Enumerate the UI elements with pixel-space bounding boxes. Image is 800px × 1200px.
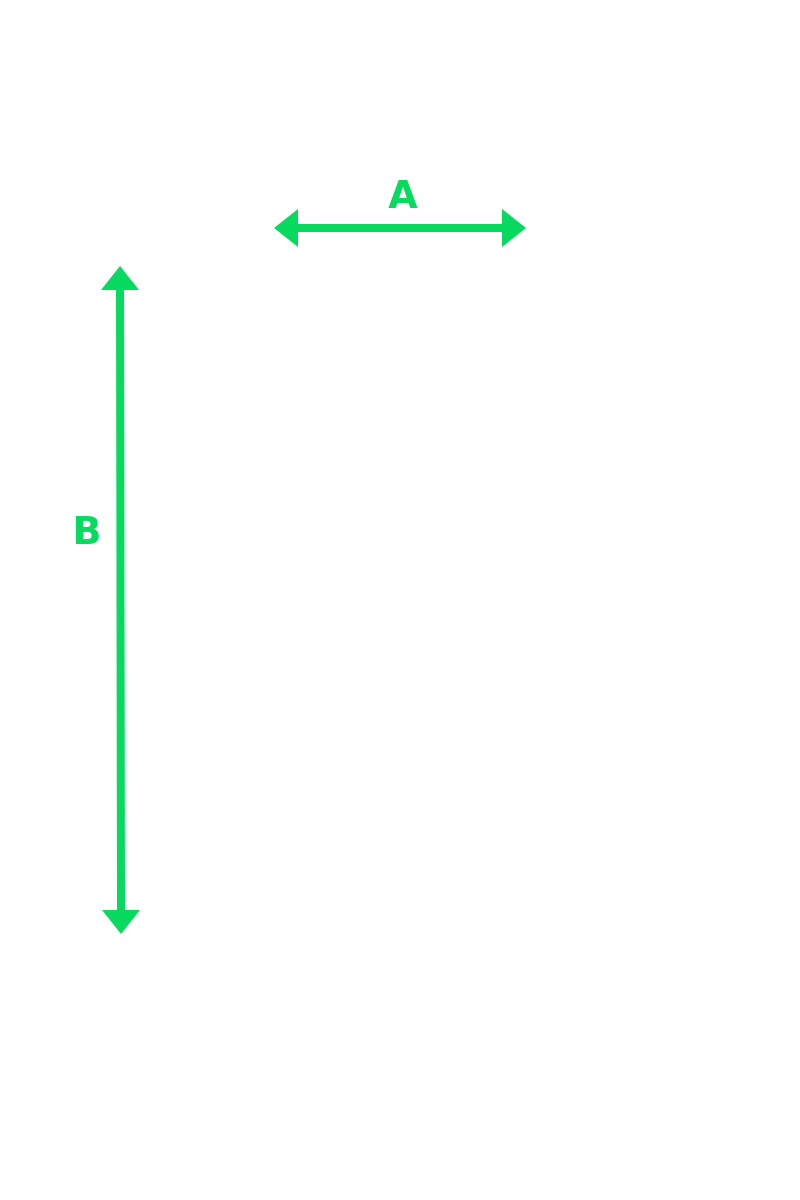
dimension-b: B: [73, 266, 140, 934]
dimension-a: A: [274, 173, 526, 247]
dimension-b-bottom-arrowhead: [102, 910, 140, 934]
dimension-a-label: A: [388, 173, 418, 217]
dimension-b-shaft: [116, 284, 125, 916]
dimension-a-left-arrowhead: [274, 209, 298, 247]
dimension-b-top-arrowhead: [101, 266, 139, 290]
dimension-b-label: B: [73, 509, 102, 553]
dimension-a-right-arrowhead: [502, 209, 526, 247]
